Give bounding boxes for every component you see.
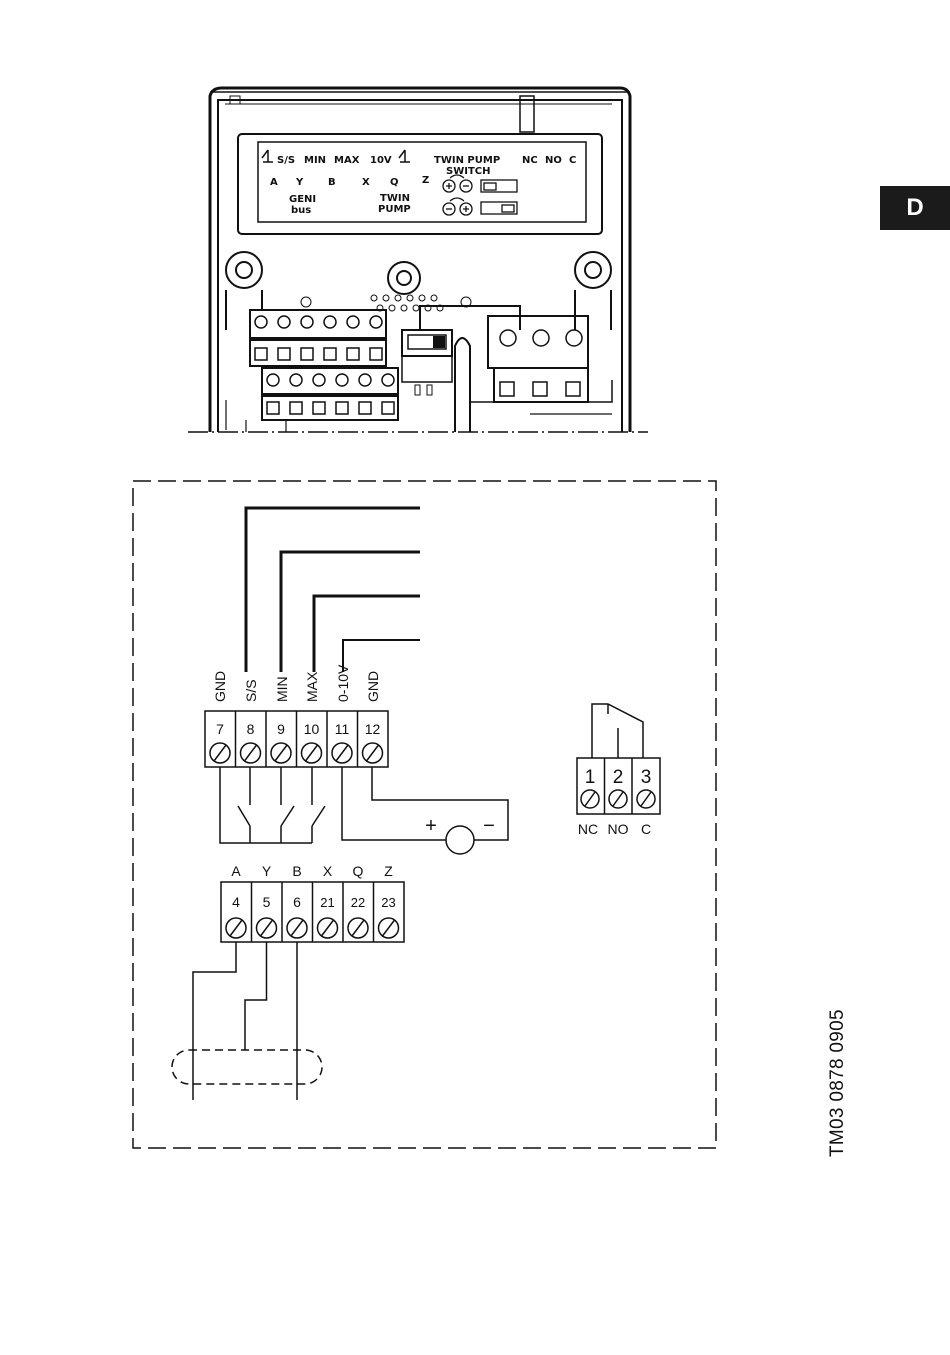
terminal-block-upper: 7 8 9 10 11 12 GND S/S MIN MAX 0-10V GND — [205, 664, 388, 767]
legend-switch: SWITCH — [446, 166, 490, 177]
signal-label-min: MIN — [274, 676, 290, 702]
legend-ss: S/S — [277, 155, 295, 166]
legend-pump: PUMP — [378, 204, 411, 215]
terminal-11-number: 11 — [335, 721, 350, 737]
analog-source-wiring — [342, 767, 508, 854]
switch-contacts — [220, 767, 325, 843]
terminal-8-number: 8 — [247, 721, 255, 737]
legend-twin: TWIN — [380, 193, 410, 204]
terminal-letter-x: X — [323, 863, 333, 879]
terminal-letter-y: Y — [262, 863, 272, 879]
legend-bus: bus — [291, 205, 311, 216]
terminal-letter-b: B — [292, 863, 301, 879]
terminal-letter-a: A — [231, 863, 241, 879]
signal-label-0-10v: 0-10V — [335, 664, 351, 702]
legend-geni: GENI — [289, 194, 316, 205]
drawing-code: TM03 0878 0905 — [827, 1009, 849, 1157]
signal-wires — [246, 508, 420, 672]
section-tab-d: D — [880, 186, 950, 230]
meter-minus: − — [483, 815, 495, 837]
terminal-letter-q: Q — [353, 863, 364, 879]
ground-icon-2 — [399, 150, 410, 162]
signal-label-ss: S/S — [243, 679, 259, 702]
section-tab-label: D — [906, 194, 923, 222]
terminal-12-number: 12 — [365, 721, 381, 737]
relay-label-no: NO — [608, 821, 629, 837]
meter-plus: + — [425, 815, 437, 837]
legend-z: Z — [422, 175, 429, 186]
signal-label-gnd-2: GND — [365, 671, 381, 702]
legend-a: A — [270, 177, 278, 188]
legend-twin-pump: TWIN PUMP — [434, 155, 500, 166]
legend-q: Q — [390, 177, 399, 188]
relay-label-c: C — [641, 821, 651, 837]
bus-cable-wiring — [172, 942, 322, 1100]
legend-x: X — [362, 177, 370, 188]
panel-legend: S/S MIN MAX 10V TWIN PUMP NC NO C SWITCH… — [270, 155, 576, 216]
terminal-21-number: 21 — [320, 895, 334, 910]
terminal-4-number: 4 — [232, 894, 240, 910]
terminal-10-number: 10 — [304, 721, 320, 737]
terminal-box-illustration — [188, 88, 648, 432]
relay-label-nc: NC — [578, 821, 598, 837]
terminal-letter-z: Z — [384, 863, 393, 879]
meter-circle — [446, 826, 474, 854]
signal-label-max: MAX — [304, 671, 320, 702]
legend-no: NO — [545, 155, 562, 166]
legend-nc: NC — [522, 155, 538, 166]
terminal-9-number: 9 — [277, 721, 285, 737]
cable-screen — [172, 1050, 322, 1084]
relay-3-number: 3 — [641, 767, 652, 788]
pump-switch-icons — [443, 175, 517, 215]
relay-2-number: 2 — [613, 767, 624, 788]
legend-c: C — [569, 155, 576, 166]
terminal-5-number: 5 — [263, 894, 271, 910]
legend-b: B — [328, 177, 336, 188]
terminal-23-number: 23 — [381, 895, 395, 910]
legend-10v: 10V — [370, 155, 392, 166]
legend-max: MAX — [334, 155, 360, 166]
legend-min: MIN — [304, 155, 326, 166]
terminal-block-lower: A Y B X Q Z 4 5 6 21 22 23 — [221, 863, 404, 942]
signal-label-gnd: GND — [212, 671, 228, 702]
terminal-22-number: 22 — [351, 895, 365, 910]
terminal-7-number: 7 — [216, 721, 224, 737]
ground-icon — [262, 150, 273, 162]
terminal-6-number: 6 — [293, 894, 301, 910]
legend-y: Y — [295, 177, 304, 188]
relay-1-number: 1 — [585, 767, 596, 788]
relay-block: 1 2 3 NC NO C — [577, 704, 660, 837]
